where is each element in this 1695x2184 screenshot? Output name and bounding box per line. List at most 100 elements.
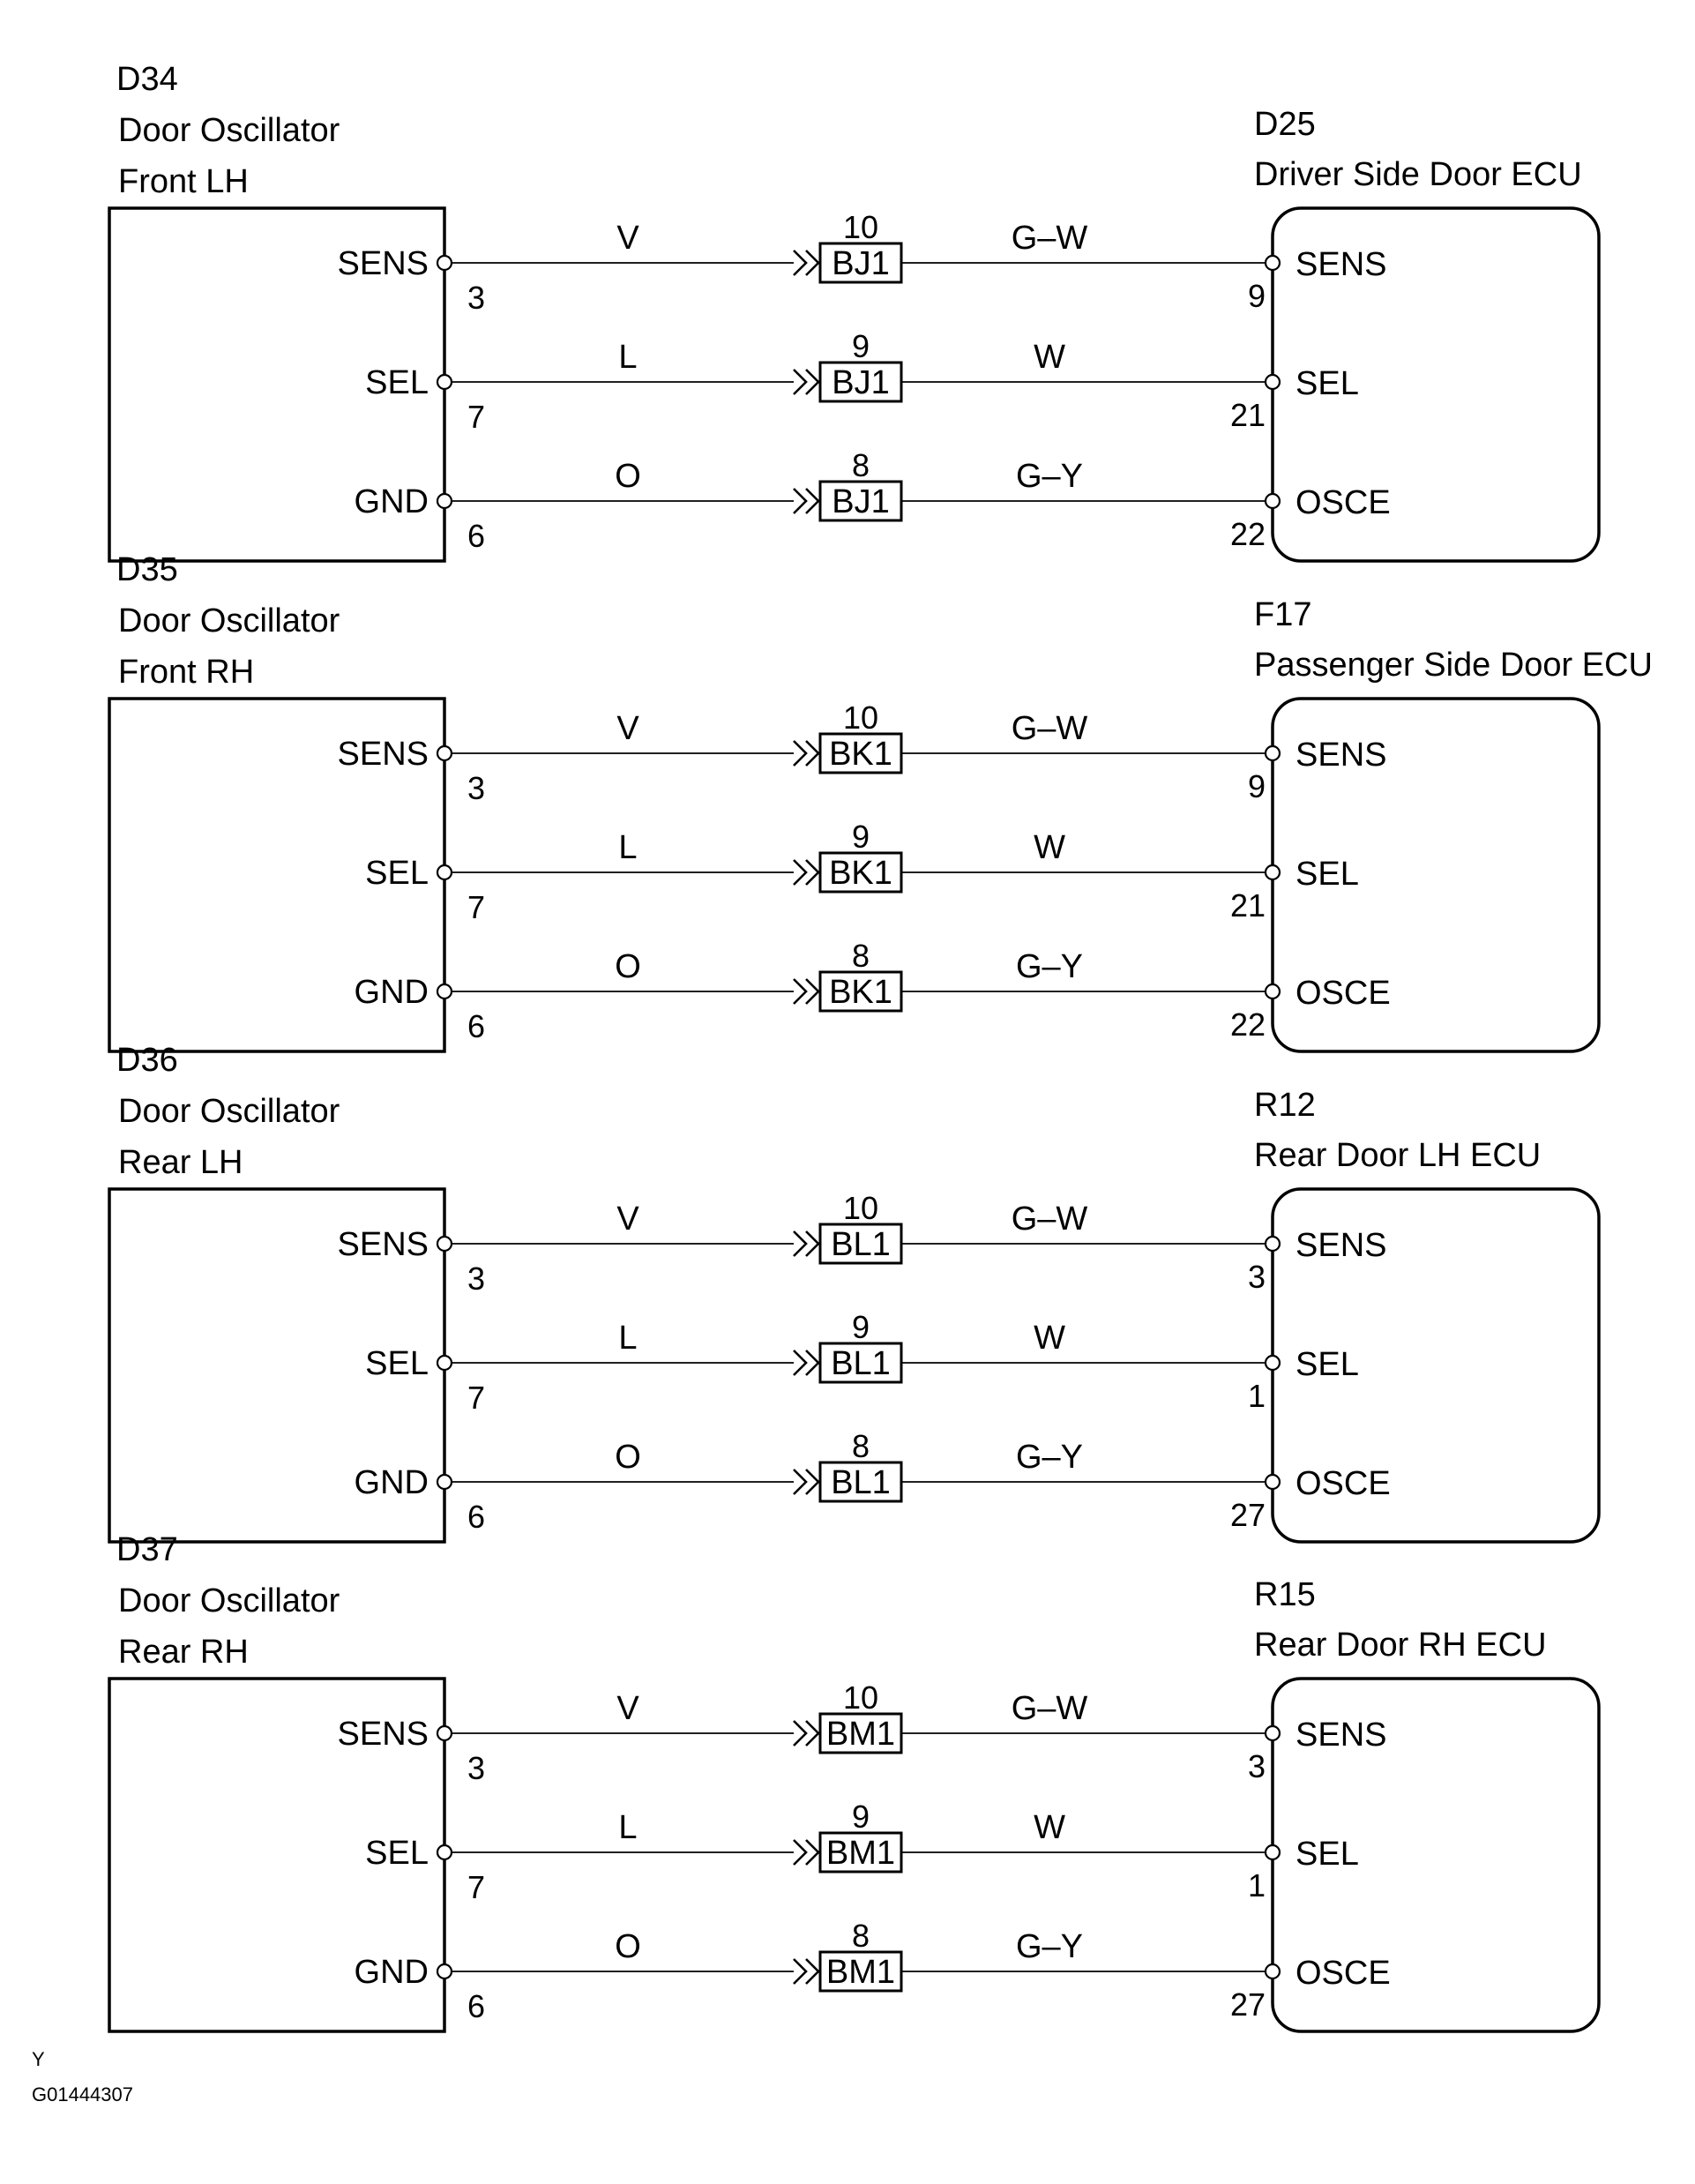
left-pin-number: 3 bbox=[467, 770, 485, 806]
right-pin-label: SENS bbox=[1296, 1227, 1386, 1264]
right-terminal bbox=[1264, 864, 1281, 881]
right-terminal bbox=[1264, 1354, 1281, 1372]
left-component-name: Door Oscillator bbox=[118, 602, 340, 639]
connector-chevron bbox=[793, 1469, 820, 1495]
right-component-id: R15 bbox=[1254, 1576, 1316, 1613]
right-wire-color: G–Y bbox=[1016, 948, 1083, 985]
left-component-name: Door Oscillator bbox=[118, 1582, 340, 1619]
junction-name: BM1 bbox=[826, 1954, 895, 1991]
junction-box bbox=[818, 1831, 903, 1874]
left-pin-label: SENS bbox=[338, 1226, 429, 1263]
left-pin-label: GND bbox=[355, 1464, 429, 1501]
junction-pin: 8 bbox=[852, 1918, 870, 1954]
junction-box bbox=[818, 970, 903, 1013]
left-component-name: Door Oscillator bbox=[118, 1093, 340, 1130]
right-pin-label: OSCE bbox=[1296, 1465, 1391, 1502]
left-pin-number: 7 bbox=[467, 1869, 485, 1905]
right-terminal bbox=[1264, 373, 1281, 391]
right-pin-number: 9 bbox=[1248, 278, 1266, 314]
left-pin-number: 6 bbox=[467, 1988, 485, 2024]
connector-chevron bbox=[793, 1839, 820, 1866]
left-pin-number: 6 bbox=[467, 518, 485, 554]
right-wire-color: W bbox=[1034, 1809, 1065, 1846]
left-component-id: D35 bbox=[116, 551, 178, 588]
right-wire-color: W bbox=[1034, 1320, 1065, 1357]
left-wire-color: L bbox=[618, 1320, 637, 1357]
left-pin-number: 6 bbox=[467, 1008, 485, 1044]
right-pin-label: OSCE bbox=[1296, 975, 1391, 1012]
left-component-side: Front LH bbox=[118, 163, 249, 200]
junction-pin: 8 bbox=[852, 938, 870, 974]
connector-chevron bbox=[793, 250, 820, 276]
junction-box bbox=[818, 1461, 903, 1503]
connector-chevron bbox=[793, 978, 820, 1005]
junction-name: BL1 bbox=[831, 1226, 891, 1263]
left-pin-number: 7 bbox=[467, 889, 485, 925]
footer-letter: Y bbox=[32, 2048, 45, 2070]
right-component-id: F17 bbox=[1254, 596, 1311, 633]
right-wire-color: G–Y bbox=[1016, 1928, 1083, 1965]
left-pin-number: 6 bbox=[467, 1499, 485, 1535]
left-pin-label: GND bbox=[355, 1954, 429, 1991]
junction-name: BK1 bbox=[829, 974, 892, 1011]
right-component-name: Rear Door RH ECU bbox=[1254, 1627, 1547, 1664]
junction-pin: 10 bbox=[843, 699, 878, 736]
left-terminal bbox=[436, 1724, 453, 1742]
left-wire-color: V bbox=[616, 1200, 639, 1238]
left-pin-label: SENS bbox=[338, 736, 429, 773]
left-terminal bbox=[436, 1354, 453, 1372]
right-wire-color: W bbox=[1034, 339, 1065, 376]
junction-box bbox=[818, 851, 903, 894]
junction-pin: 8 bbox=[852, 447, 870, 483]
right-pin-number: 3 bbox=[1248, 1259, 1266, 1295]
right-pin-label: SEL bbox=[1296, 1346, 1359, 1383]
right-terminal bbox=[1264, 983, 1281, 1000]
left-terminal bbox=[436, 1473, 453, 1491]
right-terminal bbox=[1264, 254, 1281, 272]
footer-code: G01444307 bbox=[32, 2083, 133, 2105]
right-pin-label: SEL bbox=[1296, 365, 1359, 402]
right-pin-label: OSCE bbox=[1296, 1955, 1391, 1992]
right-pin-label: SEL bbox=[1296, 856, 1359, 893]
left-pin-label: SENS bbox=[338, 245, 429, 282]
junction-box bbox=[818, 361, 903, 403]
left-terminal bbox=[436, 373, 453, 391]
left-wire-color: O bbox=[615, 948, 641, 985]
right-wire-color: G–W bbox=[1012, 1200, 1088, 1238]
left-pin-label: SEL bbox=[365, 1345, 429, 1382]
left-terminal bbox=[436, 864, 453, 881]
right-component-name: Driver Side Door ECU bbox=[1254, 156, 1582, 193]
right-pin-label: OSCE bbox=[1296, 484, 1391, 521]
junction-box bbox=[818, 1223, 903, 1265]
junction-pin: 10 bbox=[843, 1190, 878, 1226]
junction-pin: 9 bbox=[852, 328, 870, 364]
junction-name: BM1 bbox=[826, 1835, 895, 1872]
junction-box bbox=[818, 1950, 903, 1993]
right-pin-number: 21 bbox=[1230, 397, 1266, 433]
right-component-id: D25 bbox=[1254, 106, 1316, 143]
right-wire-color: G–W bbox=[1012, 220, 1088, 257]
right-pin-number: 1 bbox=[1248, 1378, 1266, 1414]
junction-pin: 9 bbox=[852, 1799, 870, 1835]
left-component-id: D37 bbox=[116, 1531, 178, 1568]
left-pin-number: 3 bbox=[467, 1750, 485, 1786]
right-terminal bbox=[1264, 1963, 1281, 1980]
right-pin-label: SENS bbox=[1296, 246, 1386, 283]
right-pin-number: 22 bbox=[1230, 1006, 1266, 1043]
right-wire-color: W bbox=[1034, 829, 1065, 866]
left-wire-color: O bbox=[615, 1439, 641, 1476]
